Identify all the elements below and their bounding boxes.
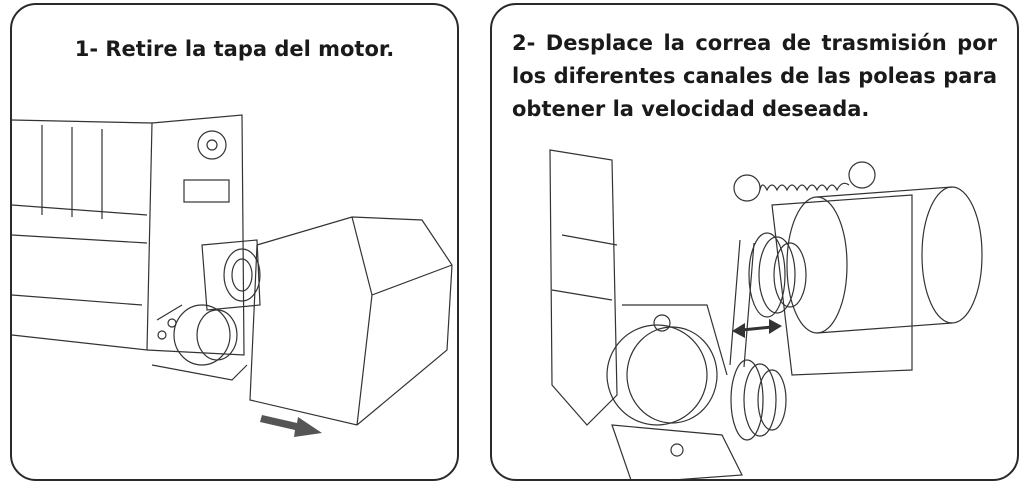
step-1-title: 1- Retire la tapa del motor. (74, 37, 395, 61)
removal-arrow (260, 415, 322, 437)
upper-pulley (748, 232, 807, 318)
motor (151, 304, 248, 381)
pulley-assembly (201, 239, 261, 311)
step-2-title: 2- Desplace la correa de trasmisión por … (512, 31, 997, 121)
tension-spring (733, 161, 876, 202)
double-arrow-icon (732, 319, 782, 338)
transmission-belt (729, 239, 755, 368)
machine-frame (12, 114, 245, 356)
step-1-panel: 1- Retire la tapa del motor. (10, 3, 459, 481)
lower-pulley (730, 359, 787, 441)
machine-frame (549, 149, 618, 426)
motor-cover-removal-illustration (12, 114, 453, 437)
motor-drum (771, 186, 983, 376)
gearbox-motor (606, 304, 743, 479)
belt-adjustment-illustration (549, 149, 983, 479)
motor-cover (249, 216, 453, 426)
step-2-panel: 2- Desplace la correa de trasmisión por … (490, 3, 1019, 481)
